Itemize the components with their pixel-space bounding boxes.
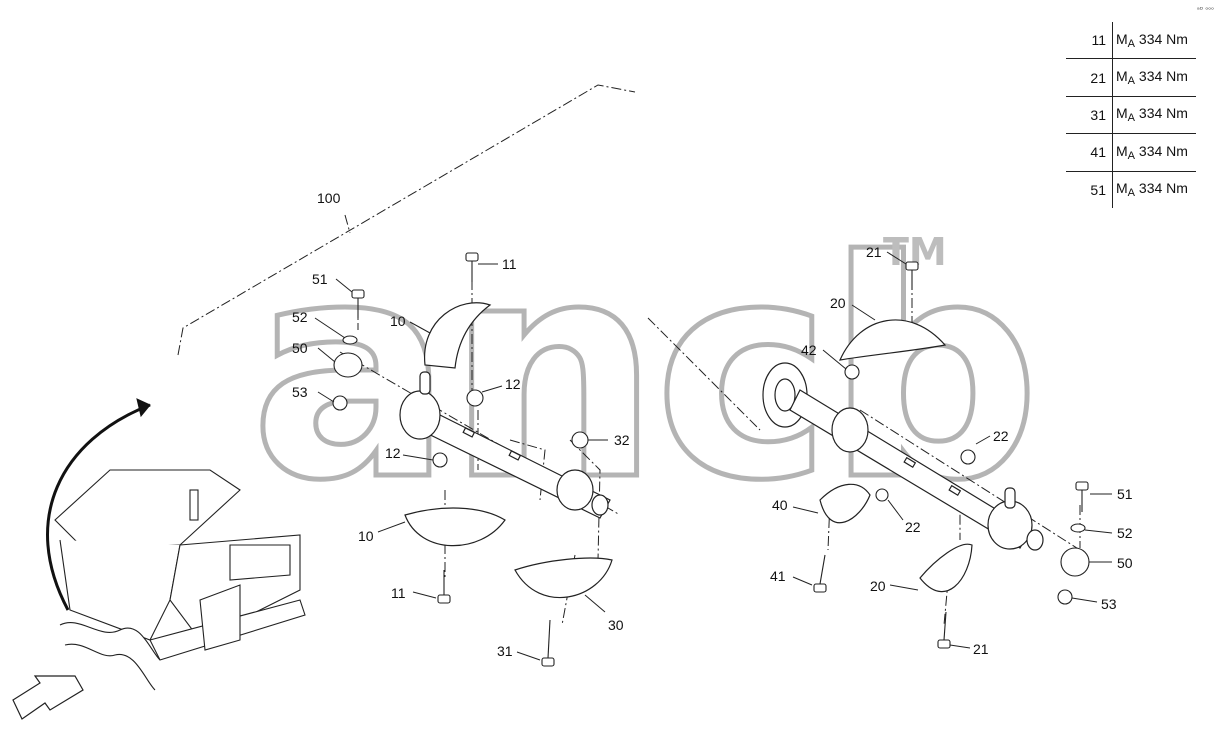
callout-labels: 100 11 51 52 10 50 12 53 12 32 10 11 30 …	[292, 190, 1133, 659]
callout-10-top: 10	[390, 313, 406, 329]
auger-blades	[404, 302, 973, 599]
callout-50-right: 50	[1117, 555, 1133, 571]
torque-value: 334 Nm	[1138, 68, 1188, 85]
view-direction-arrow	[12, 675, 84, 720]
torque-item: 41	[1066, 133, 1113, 172]
right-auger-shaft	[762, 362, 1044, 551]
callout-40: 40	[772, 497, 788, 513]
left-auger-shaft	[399, 371, 611, 519]
callout-42: 42	[801, 342, 817, 358]
callout-22-right: 22	[993, 428, 1009, 444]
torque-value-cell: MA 334 Nm	[1112, 170, 1196, 208]
callout-12-right: 12	[505, 376, 521, 392]
torque-row: 41 MA 334 Nm	[1066, 133, 1196, 172]
callout-50-left: 50	[292, 340, 308, 356]
torque-symbol: M	[1116, 180, 1128, 197]
callout-11-bottom: 11	[391, 585, 406, 601]
torque-value-cell: MA 334 Nm	[1112, 58, 1196, 97]
callout-21-bottom: 21	[973, 641, 989, 657]
callout-30: 30	[608, 617, 624, 633]
torque-item: 11	[1091, 32, 1106, 49]
callout-53-right: 53	[1101, 596, 1117, 612]
torque-value: 334 Nm	[1138, 180, 1188, 197]
callout-100: 100	[317, 190, 341, 206]
torque-subscript: A	[1127, 37, 1136, 50]
callout-52-left: 52	[292, 309, 308, 325]
torque-value-cell: MA 334 Nm	[1112, 22, 1196, 59]
torque-row: 31 MA 334 Nm	[1066, 95, 1196, 134]
torque-symbol: M	[1116, 68, 1128, 85]
callout-52-right: 52	[1117, 525, 1133, 541]
callout-21-top: 21	[866, 244, 882, 260]
curved-arrow	[46, 403, 151, 611]
callout-32: 32	[614, 432, 630, 448]
torque-value-cell: MA 334 Nm	[1112, 95, 1196, 134]
fasteners	[332, 252, 1090, 667]
leader-lines	[314, 251, 1113, 661]
callout-31: 31	[497, 643, 513, 659]
torque-symbol: M	[1116, 142, 1128, 159]
callout-11-top: 11	[502, 256, 517, 272]
callout-53-left: 53	[292, 384, 308, 400]
watermark: ancb TM	[248, 195, 1044, 549]
callout-51-left: 51	[312, 271, 328, 287]
torque-row: 11 MA 334 Nm	[1066, 22, 1196, 59]
callout-20-bottom: 20	[870, 578, 886, 594]
torque-value-cell: MA 334 Nm	[1112, 133, 1196, 172]
callout-10-bottom: 10	[358, 528, 374, 544]
torque-item: 51	[1066, 170, 1113, 208]
torque-subscript: A	[1127, 149, 1136, 162]
torque-subscript: A	[1127, 112, 1136, 125]
callout-41: 41	[770, 568, 786, 584]
callout-22-bottom: 22	[905, 519, 921, 535]
torque-table: 11 MA 334 Nm 21 MA 334 Nm 31 MA 334 Nm 4…	[1066, 22, 1196, 208]
torque-item: 31	[1066, 95, 1113, 134]
torque-symbol: M	[1116, 30, 1128, 47]
curved-arrow-head	[136, 398, 151, 418]
torque-value: 334 Nm	[1138, 142, 1188, 159]
watermark-text: ancb	[250, 197, 1035, 546]
callout-12-left: 12	[385, 445, 401, 461]
paver-machine-sketch	[54, 469, 306, 691]
callout-51-right: 51	[1117, 486, 1133, 502]
torque-row: 21 MA 334 Nm	[1066, 58, 1196, 97]
torque-symbol: M	[1116, 105, 1128, 122]
torque-value: 334 Nm	[1138, 30, 1188, 47]
callout-20-top: 20	[830, 295, 846, 311]
torque-row: 51 MA 334 Nm	[1066, 170, 1196, 208]
torque-subscript: A	[1127, 187, 1136, 200]
torque-value: 334 Nm	[1138, 105, 1188, 122]
torque-item: 21	[1066, 58, 1113, 97]
corner-mark: ᵃᴰ ᵒᵒᵒ	[1196, 6, 1214, 14]
torque-subscript: A	[1127, 75, 1136, 88]
